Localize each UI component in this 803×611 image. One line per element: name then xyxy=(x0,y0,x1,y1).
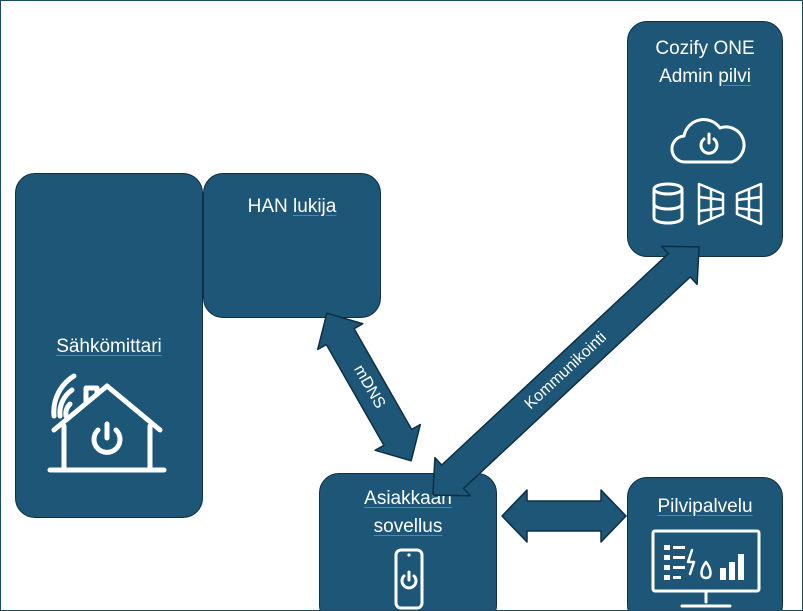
kommunikointi-label: Kommunikointi xyxy=(522,329,610,413)
app-cloud-arrow xyxy=(501,489,627,543)
database-icon xyxy=(652,182,684,225)
node-cozify-line2: Admin pilvi xyxy=(628,64,782,89)
node-sahkomittari: Sähkömittari xyxy=(15,173,203,518)
node-pilvipalvelu-label: Pilvipalvelu xyxy=(657,496,753,517)
node-cozify-line1: Cozify ONE xyxy=(655,38,755,59)
node-app-line1: Asiakkaan xyxy=(364,488,452,509)
phone-power-icon xyxy=(394,548,424,610)
node-pilvipalvelu: Pilvipalvelu xyxy=(627,477,783,610)
node-han-label-word2: lukija xyxy=(293,196,337,217)
kommunikointi-arrow: Kommunikointi xyxy=(432,245,700,497)
node-han-lukija: HAN lukija xyxy=(203,173,381,318)
node-sahkomittari-label: Sähkömittari xyxy=(56,336,162,357)
smart-home-icon xyxy=(47,373,167,473)
node-app-line2: sovellus xyxy=(373,516,443,537)
cloud-power-icon xyxy=(670,118,746,164)
mdns-arrow: mDNS xyxy=(316,312,422,462)
dashboard-monitor-icon xyxy=(651,529,761,608)
node-cozify-line2-a: Admin xyxy=(659,66,713,87)
firewall-icon xyxy=(735,182,763,226)
node-cozify-line2-b: pilvi xyxy=(718,66,751,87)
node-cozify-admin-cloud: Cozify ONE Admin pilvi xyxy=(627,21,783,257)
node-han-label: HAN lukija xyxy=(204,194,380,219)
node-han-label-word1: HAN xyxy=(247,196,288,217)
firewall-icon xyxy=(697,182,725,226)
